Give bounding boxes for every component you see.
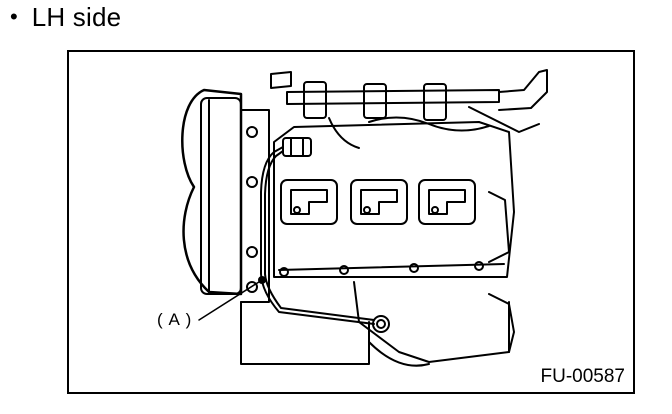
intake-ports — [280, 179, 476, 225]
timing-belt-cover — [200, 97, 242, 295]
callout-label-a: ( A ) — [157, 310, 193, 329]
engine-figure: ( A ) FU-00587 — [67, 50, 635, 394]
section-heading: • LH side — [6, 0, 121, 34]
callout-leader — [198, 279, 263, 321]
fuel-rail — [270, 69, 548, 149]
heading-text: LH side — [31, 1, 122, 32]
harness — [260, 137, 390, 333]
timing-cover-outline — [181, 88, 243, 296]
front-plate — [240, 109, 270, 303]
cylinder-head — [273, 121, 515, 278]
engine-drawing — [181, 69, 548, 367]
figure-code: FU-00587 — [540, 366, 626, 387]
oil-pan — [353, 281, 510, 363]
bullet-icon: • — [10, 4, 18, 29]
